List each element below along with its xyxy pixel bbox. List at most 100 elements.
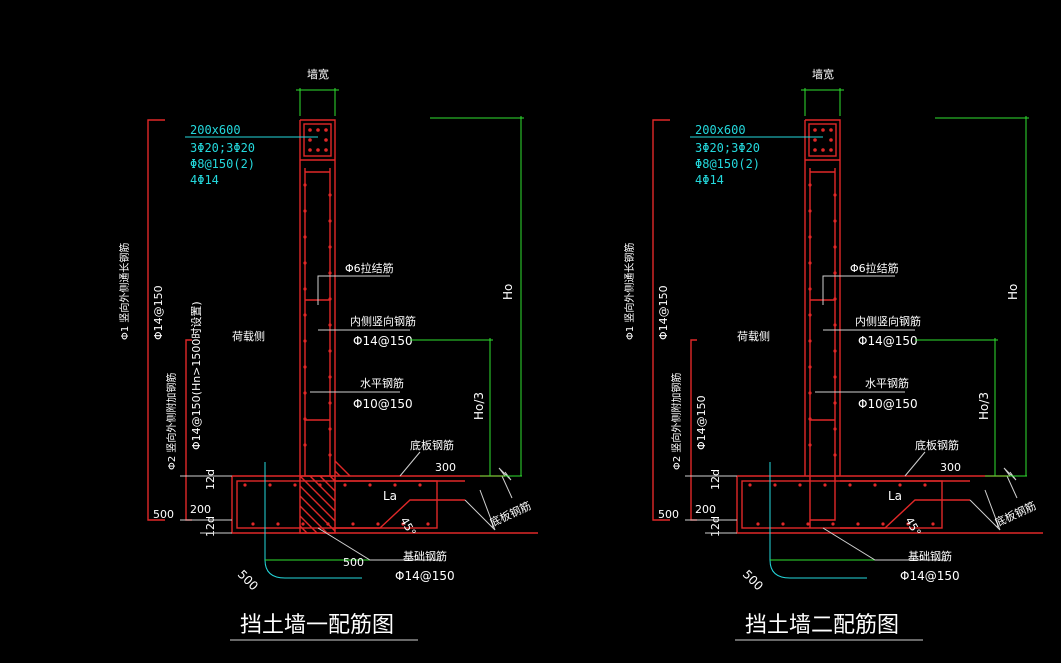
wall-bar-dot <box>808 209 812 213</box>
beam-bar-dot <box>324 148 328 152</box>
base-bar-dot <box>756 522 760 526</box>
base-bar-dot <box>343 483 347 487</box>
outer-v1-label: Φ1 竖向外侧通长钢筋 <box>623 243 636 340</box>
base-bar-dot <box>401 522 405 526</box>
tie-bar-label: Φ6拉结筋 <box>345 261 394 275</box>
beam-rebar-line3: 4Φ14 <box>190 173 219 187</box>
bent-bar <box>335 499 465 529</box>
height-third-dim <box>410 338 522 477</box>
base-bar-dot <box>773 483 777 487</box>
wall-bar-dot <box>328 323 332 327</box>
base-bar-dot <box>856 522 860 526</box>
beam-rebar-line3: 4Φ14 <box>695 173 724 187</box>
anchor-la: La <box>383 489 397 503</box>
beam-bar-dot <box>316 128 320 132</box>
bent-bar <box>840 499 970 529</box>
bottom-bar2-leader <box>969 489 1001 531</box>
outer-v2-label: Φ2 竖向外侧附加钢筋 <box>670 373 683 470</box>
foundation-bar-label: 基础钢筋 <box>403 549 447 563</box>
wall-bar-dot <box>808 235 812 239</box>
beam-rebar-line1: 3Φ20;3Φ20 <box>695 141 760 155</box>
angle-45: 45° <box>902 515 923 538</box>
wall-bar-dot <box>303 261 307 265</box>
outer-v1-spec: Φ14@150 <box>152 285 165 340</box>
bottom-bar-label: 底板钢筋 <box>915 438 959 452</box>
tie-bar-label: Φ6拉结筋 <box>850 261 899 275</box>
angle-45: 45° <box>397 515 418 538</box>
beam-bar-dot <box>821 148 825 152</box>
hatch-line <box>299 475 336 512</box>
outer-v1-label: Φ1 竖向外侧通长钢筋 <box>118 243 131 340</box>
wall-bar-dot <box>328 219 332 223</box>
height-third-label: Ho/3 <box>977 392 991 420</box>
beam-bar-dot <box>829 138 833 142</box>
dim-300: 300 <box>435 461 456 474</box>
base-bar-dot <box>806 522 810 526</box>
horizontal-spec: Φ10@150 <box>858 397 918 411</box>
height-dim <box>935 116 1029 476</box>
hatch-line <box>329 475 336 482</box>
bottom-bar2-leader <box>464 489 496 531</box>
dim-500-left: 500 <box>658 508 679 521</box>
tie-leader <box>317 275 390 305</box>
inner-vertical-label: 内侧竖向钢筋 <box>855 314 921 328</box>
beam-bar-dot <box>324 128 328 132</box>
hatch-line <box>334 470 341 477</box>
outer-v2-spec: Φ14@150 <box>695 395 708 450</box>
wall-bar-dot <box>303 209 307 213</box>
beam-size-label: 200x600 <box>190 123 241 137</box>
wall-width-label: 墙宽 <box>812 67 834 81</box>
base-dim-lines <box>180 475 232 534</box>
base-bar-dot <box>931 522 935 526</box>
inner-vertical-spec: Φ14@150 <box>858 334 918 348</box>
beam-rebar-line1: 3Φ20;3Φ20 <box>190 141 255 155</box>
hatch-line <box>334 460 351 477</box>
wall-bar-dot <box>833 401 837 405</box>
foundation-bar-spec: Φ14@150 <box>395 569 455 583</box>
wall-bar-dot <box>303 313 307 317</box>
inner-vertical-label: 内侧竖向钢筋 <box>350 314 416 328</box>
break-line <box>1003 467 1018 499</box>
wall-bar-dot <box>833 323 837 327</box>
horizontal-spec: Φ10@150 <box>353 397 413 411</box>
bottom-bar2-label: 底板钢筋 <box>487 498 533 529</box>
height-dim <box>430 116 524 476</box>
foundation-leader <box>822 527 945 561</box>
bottom-bar-label: 底板钢筋 <box>410 438 454 452</box>
base-bar-dot <box>831 522 835 526</box>
load-side-label: 荷载侧 <box>737 330 770 343</box>
dim-12d-bot: 12d <box>204 516 217 537</box>
beam-bar-dot <box>813 138 817 142</box>
base-bar-dot <box>848 483 852 487</box>
wall-bar-dot <box>808 287 812 291</box>
base-bar-dot <box>368 483 372 487</box>
hatch-line <box>309 475 336 502</box>
base-bar-dot <box>823 483 827 487</box>
dim-500-hook: 500 <box>740 567 766 593</box>
wall-bar-dot <box>328 349 332 353</box>
wall-bar-dot <box>833 427 837 431</box>
wall-bar-dot <box>808 443 812 447</box>
base-bar-dot <box>301 522 305 526</box>
base-bar-dot <box>923 483 927 487</box>
base-bar-dot <box>268 483 272 487</box>
hatch-line <box>299 525 308 534</box>
beam-bar-dot <box>308 128 312 132</box>
dim-500-hook: 500 <box>235 567 261 593</box>
height-third-dim <box>915 338 1027 477</box>
wall-bar-dot <box>833 219 837 223</box>
height-label: Ho <box>1006 284 1020 300</box>
drawing-title: 挡土墙一配筋图 <box>240 613 394 638</box>
wall-bar-dot <box>328 375 332 379</box>
wall-bar-dot <box>833 245 837 249</box>
base-bar-dot <box>393 483 397 487</box>
wall-bar-dot <box>808 339 812 343</box>
dim-500-bot: 500 <box>343 556 364 569</box>
hatch-line <box>299 505 328 534</box>
wall-anchorage <box>809 476 836 528</box>
outer-v2-spec: Φ14@150(Hn>1500时设置) <box>190 301 203 450</box>
hatch-line <box>319 475 336 492</box>
anchor-la: La <box>888 489 902 503</box>
beam-bar-dot <box>324 138 328 142</box>
